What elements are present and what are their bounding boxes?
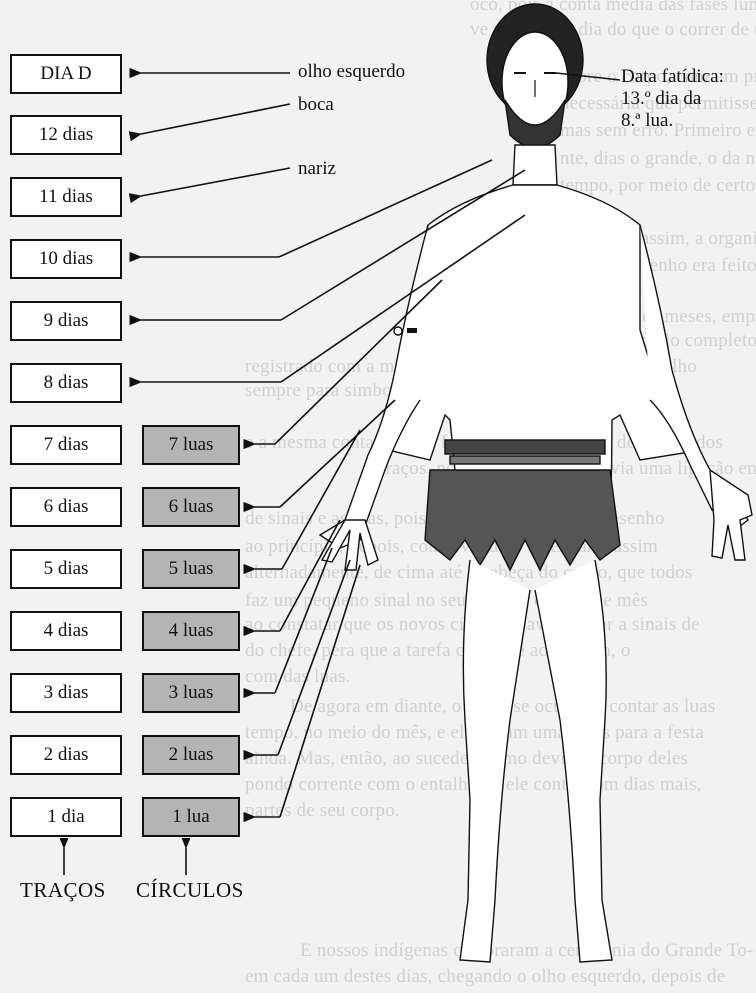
body-mark-trace	[407, 328, 417, 333]
line-to-moon-3	[275, 548, 332, 693]
neck-shape	[513, 145, 557, 185]
belt-band-lower	[450, 456, 600, 464]
line-to-moon-1	[280, 565, 360, 817]
hand-right-shape	[710, 470, 752, 560]
leg-left-shape	[460, 560, 530, 962]
arm-left-shape	[320, 225, 428, 548]
hand-left-shape	[322, 520, 378, 570]
leg-right-shape	[535, 560, 612, 962]
human-figure	[320, 4, 752, 962]
body-mark-circle	[394, 327, 402, 335]
belt-band	[445, 440, 605, 454]
loincloth-shape	[425, 470, 620, 570]
arrow-mouth-to-12	[141, 104, 290, 134]
arrow-nose-to-11	[141, 168, 290, 196]
line-to-moon-4	[280, 520, 340, 631]
